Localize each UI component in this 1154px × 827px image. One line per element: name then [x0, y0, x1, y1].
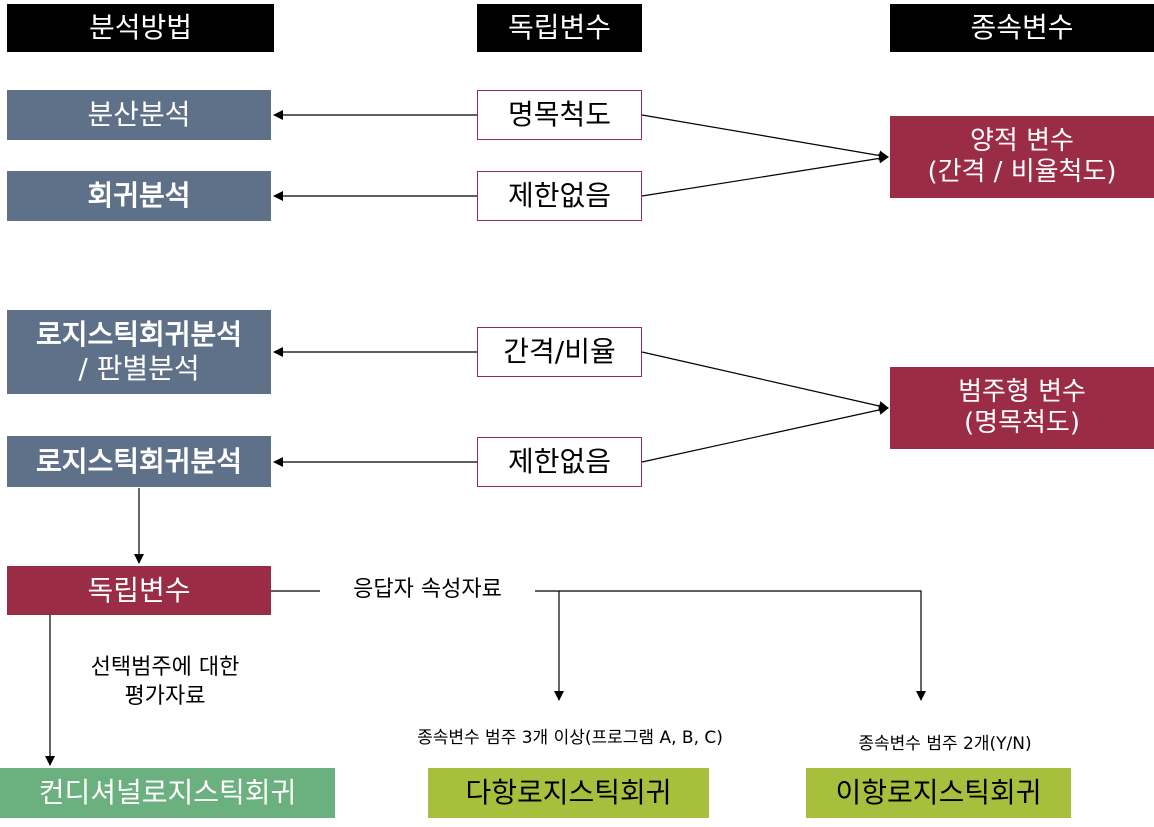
header-independent: 독립변수: [477, 4, 642, 52]
dep-quantitative: 양적 변수 (간격 / 비율척도): [890, 116, 1154, 198]
label-two-category: 종속변수 범주 2개(Y/N): [858, 734, 1032, 754]
result-binary: 이항로지스틱회귀: [806, 768, 1071, 818]
dep-categorical: 범주형 변수 (명목척도): [890, 367, 1154, 449]
indep-var-box: 독립변수: [7, 566, 271, 615]
indep-nominal: 명목척도: [477, 90, 642, 140]
dep-categorical-line1: 범주형 변수: [958, 376, 1086, 407]
line-attr-branch: [535, 590, 926, 701]
dep-quantitative-line1: 양적 변수: [970, 125, 1074, 156]
indep-interval-ratio: 간격/비율: [477, 327, 642, 377]
method-logistic-discriminant: 로지스틱회귀분석 / 판별분석: [7, 310, 271, 394]
label-choice-eval-line2: 평가자료: [124, 683, 206, 709]
method-logistic-discriminant-line1: 로지스틱회귀분석: [35, 318, 243, 352]
arrow-nominal-to-quantitative: [641, 114, 889, 161]
method-logistic-discriminant-line2: / 판별분석: [78, 352, 200, 385]
arrow-unrestricted-to-categorical: [641, 405, 889, 463]
label-choice-eval: 선택범주에 대한 평가자료: [60, 654, 270, 711]
indep-unrestricted-1: 제한없음: [477, 171, 642, 221]
dep-categorical-line2: (명목척도): [964, 408, 1080, 438]
label-multi-category: 종속변수 범주 3개 이상(프로그램 A, B, C): [417, 728, 723, 748]
label-choice-eval-line1: 선택범주에 대한: [90, 655, 240, 680]
method-regression: 회귀분석: [7, 171, 271, 221]
arrow-interval-to-categorical: [641, 351, 889, 411]
method-logistic: 로지스틱회귀분석: [7, 436, 271, 487]
indep-unrestricted-2: 제한없음: [477, 437, 642, 487]
header-dependent: 종속변수: [890, 4, 1154, 52]
result-multinomial: 다항로지스틱회귀: [428, 768, 709, 818]
arrow-unrestricted-to-quantitative: [641, 153, 889, 197]
method-anova: 분산분석: [7, 90, 271, 140]
header-method: 분석방법: [7, 4, 274, 52]
dep-quantitative-line2: (간격 / 비율척도): [927, 157, 1117, 187]
label-respondent-attr: 응답자 속성자료: [353, 577, 502, 602]
result-conditional: 컨디셔널로지스틱회귀: [0, 768, 335, 818]
